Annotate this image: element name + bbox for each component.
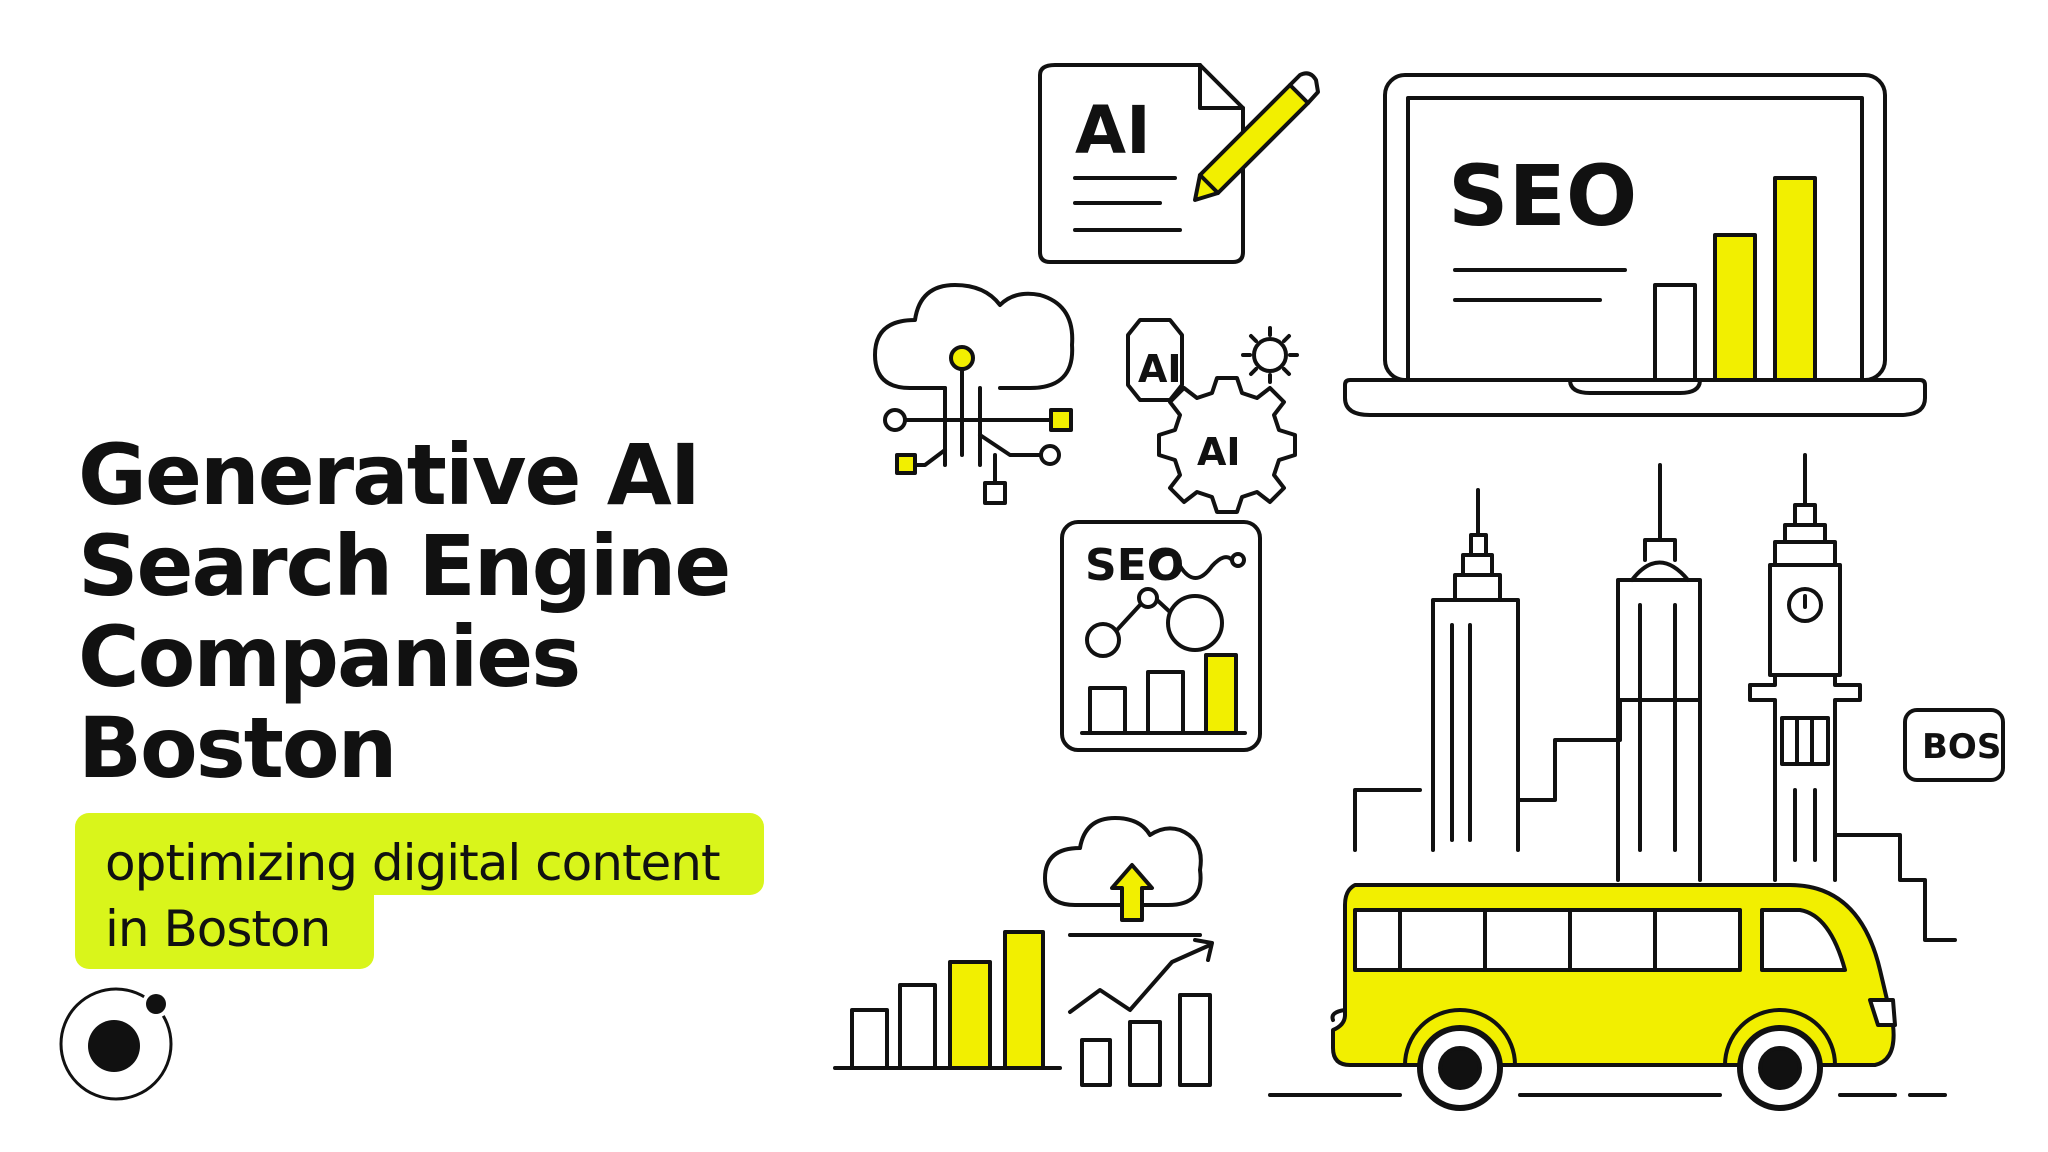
- city-skyline-icon: BOS: [1353, 453, 2005, 942]
- title-line-1: Generative AI: [78, 426, 701, 524]
- laptop-chart-icon: SEO: [1343, 73, 1927, 417]
- cloud-network-icon: [873, 283, 1075, 505]
- laptop-label: SEO: [1448, 147, 1637, 245]
- title-line-3: Companies: [78, 608, 581, 706]
- bus-icon: [1268, 882, 1947, 1111]
- subtitle-line-2: in Boston: [75, 895, 375, 969]
- title-line-2: Search Engine: [78, 517, 731, 615]
- ai-gears-icon: AI AI: [1126, 318, 1299, 514]
- title-line-4: Boston: [78, 699, 397, 797]
- gear-label-small: AI: [1138, 347, 1182, 391]
- city-tag: BOS: [1922, 727, 2001, 767]
- document-label: AI: [1075, 92, 1151, 169]
- subtitle-line-1: optimizing digital content: [75, 813, 764, 895]
- gear-label-large: AI: [1197, 430, 1241, 474]
- seo-card-label: SEO: [1085, 540, 1184, 591]
- page-title: Generative AI Search Engine Companies Bo…: [78, 430, 838, 794]
- brand-logo-icon: [59, 987, 173, 1101]
- seo-analytics-card-icon: SEO: [1060, 520, 1262, 752]
- growth-chart-icon: [833, 930, 1214, 1087]
- subtitle-highlight: optimizing digital content in Boston: [75, 813, 764, 969]
- document-pencil-icon: AI: [1038, 63, 1320, 264]
- cloud-upload-icon: [1043, 816, 1203, 922]
